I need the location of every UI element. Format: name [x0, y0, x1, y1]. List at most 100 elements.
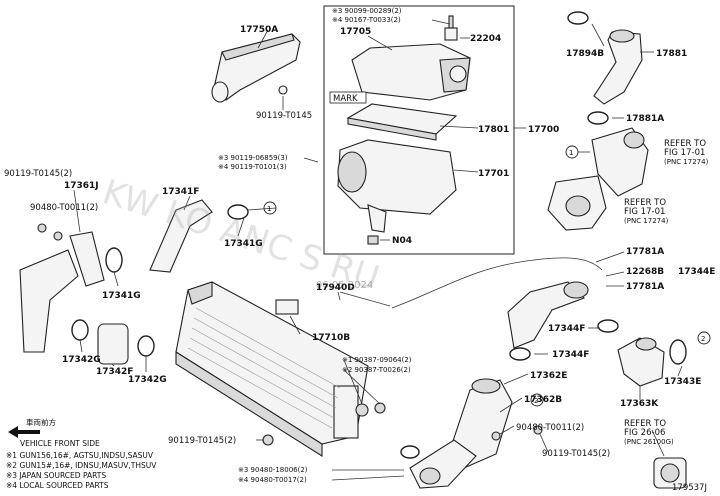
hose-17881: [593, 29, 643, 105]
clamp-17343E: [669, 339, 687, 365]
label-ref2-c: (PNC 17274): [624, 217, 669, 225]
label-17341G-b: 17341G: [102, 291, 141, 301]
label-490167: ※4 90167-T0033(2): [332, 16, 401, 24]
label-490480: ※4 90480-T0017(2): [238, 476, 307, 484]
label-17710B: 17710B: [312, 333, 350, 343]
front-label-en: VEHICLE FRONT SIDE: [20, 439, 100, 448]
intake-duct: [211, 33, 301, 103]
clamp-17344F-a: [597, 319, 619, 333]
bracket-17710B: [275, 299, 299, 315]
label-17881: 17881: [656, 49, 687, 59]
circle-label-2a: 2: [701, 335, 705, 343]
label-mark: MARK: [333, 94, 358, 104]
label-17801: 17801: [478, 125, 509, 135]
bolt-90119: [278, 85, 288, 95]
vehicle-front-arrow: [8, 426, 40, 438]
label-ref3-a: REFER TO: [624, 419, 666, 429]
hose-17342F: [97, 323, 129, 365]
front-label-jp: 車両前方: [26, 417, 56, 427]
circle-label-2b: 2: [534, 397, 538, 405]
label-17343E: 17343E: [664, 377, 701, 387]
label-17894B: 17894B: [566, 49, 604, 59]
hose-17361J: [19, 231, 105, 353]
clamp-17341G-lower: [105, 247, 123, 273]
label-ref2-b: FIG 17-01: [624, 207, 665, 217]
drawing-number: 179537J: [672, 483, 707, 493]
note-1: ※1 GUN156,16#, AGTSU,INDSU,SASUV: [6, 451, 154, 460]
note-4: ※4 LOCAL SOURCED PARTS: [6, 481, 109, 490]
air-cleaner-box: [323, 5, 515, 255]
clamp-17342G-b: [137, 335, 155, 357]
label-17342G-a: 17342G: [62, 355, 101, 365]
air-cleaner-cap: [351, 43, 471, 101]
pipe-17362B: [409, 439, 477, 489]
clamp-17342G-a: [71, 319, 89, 341]
label-17344F-a: 17344F: [548, 324, 585, 334]
label-ref1-b: FIG 17-01: [664, 148, 705, 158]
bolt-bottom-left: [262, 434, 274, 446]
label-90119-T0145-d: 90119-T0145(2): [542, 449, 610, 459]
elbow-17363K: [617, 337, 665, 387]
vacuum-line: [391, 257, 603, 309]
label-17341F: 17341F: [162, 187, 199, 197]
hose-17344E: [507, 281, 589, 349]
grommet-n04: [367, 235, 379, 245]
label-17344F-b: 17344F: [552, 350, 589, 360]
intercooler: [175, 281, 386, 457]
label-ref3-c: (PNC 26100G): [624, 438, 674, 446]
label-17881A-top: 17881A: [626, 114, 664, 124]
clamp-17344F-b: [509, 347, 531, 361]
label-290387: ※2 90387-T0026(2): [342, 366, 411, 374]
clamp-17894B: [567, 11, 589, 25]
label-N04: N04: [392, 236, 412, 246]
label-ref1-c: (PNC 17274): [664, 158, 709, 166]
part-labels: 17750A ※3 90099-00289(2) ※4 90167-T0033(…: [4, 7, 715, 493]
intercooler-fins: [187, 307, 341, 429]
label-22204: 22204: [470, 34, 501, 44]
throttle-connector: [591, 127, 649, 197]
label-17940D: 17940D: [316, 283, 355, 293]
ref-circle-2-right: [697, 331, 711, 345]
label-17362B: 17362B: [524, 395, 562, 405]
label-17363K: 17363K: [620, 399, 659, 409]
bolt-left-2: [53, 231, 63, 241]
air-filter-element: [329, 91, 458, 141]
label-17700: 17700: [528, 125, 559, 135]
throttle-body: [653, 457, 687, 489]
label-190387: ※1 90387-09064(2): [342, 356, 412, 364]
clamp-17881A: [587, 111, 609, 125]
label-90119-06859: ※3 90119-06859(3): [218, 154, 288, 162]
bolt-bottom-right: [533, 425, 543, 435]
label-90480-T0011-a: 90480-T0011(2): [30, 203, 98, 213]
label-390480: ※3 90480-18006(2): [238, 466, 308, 474]
bolt-left-1: [37, 223, 47, 233]
intake-chamber: [547, 175, 607, 231]
legend: 車両前方 VEHICLE FRONT SIDE ※1 GUN156,16#, A…: [6, 417, 157, 490]
watermark-date: 06.05.2024: [316, 280, 373, 291]
air-cleaner-case: [337, 139, 457, 233]
label-490119-T0101: ※4 90119-T0101(3): [218, 163, 287, 171]
label-90119-T0145-c: 90119-T0145(2): [168, 436, 236, 446]
label-90480-T0011-b: 90480-T0011(2): [516, 423, 584, 433]
bolt-bottom-mid: [491, 431, 501, 441]
label-17781A-b: 17781A: [626, 282, 664, 292]
label-17342G-b: 17342G: [128, 375, 167, 385]
airflow-sensor: [444, 15, 458, 41]
label-90119-T0145-b: 90119-T0145(2): [4, 169, 72, 179]
note-2: ※2 GUN15#,16#, IDNSU,MASUV,THSUV: [6, 461, 157, 470]
label-12268B: 12268B: [626, 267, 664, 277]
pipe-17341F: [149, 199, 213, 273]
label-17362E: 17362E: [530, 371, 567, 381]
label-17781A-a: 17781A: [626, 247, 664, 257]
label-ref3-b: FIG 26-06: [624, 428, 665, 438]
label-17341G-a: 17341G: [224, 239, 263, 249]
label-17342F: 17342F: [96, 367, 133, 377]
mark-box: [329, 91, 367, 104]
circle-label-1b: 1: [267, 205, 271, 213]
label-ref2-a: REFER TO: [624, 198, 666, 208]
label-17361J: 17361J: [64, 181, 99, 191]
label-17750A: 17750A: [240, 25, 278, 35]
clamp-17341G-upper: [227, 204, 249, 220]
label-17701: 17701: [478, 169, 509, 179]
